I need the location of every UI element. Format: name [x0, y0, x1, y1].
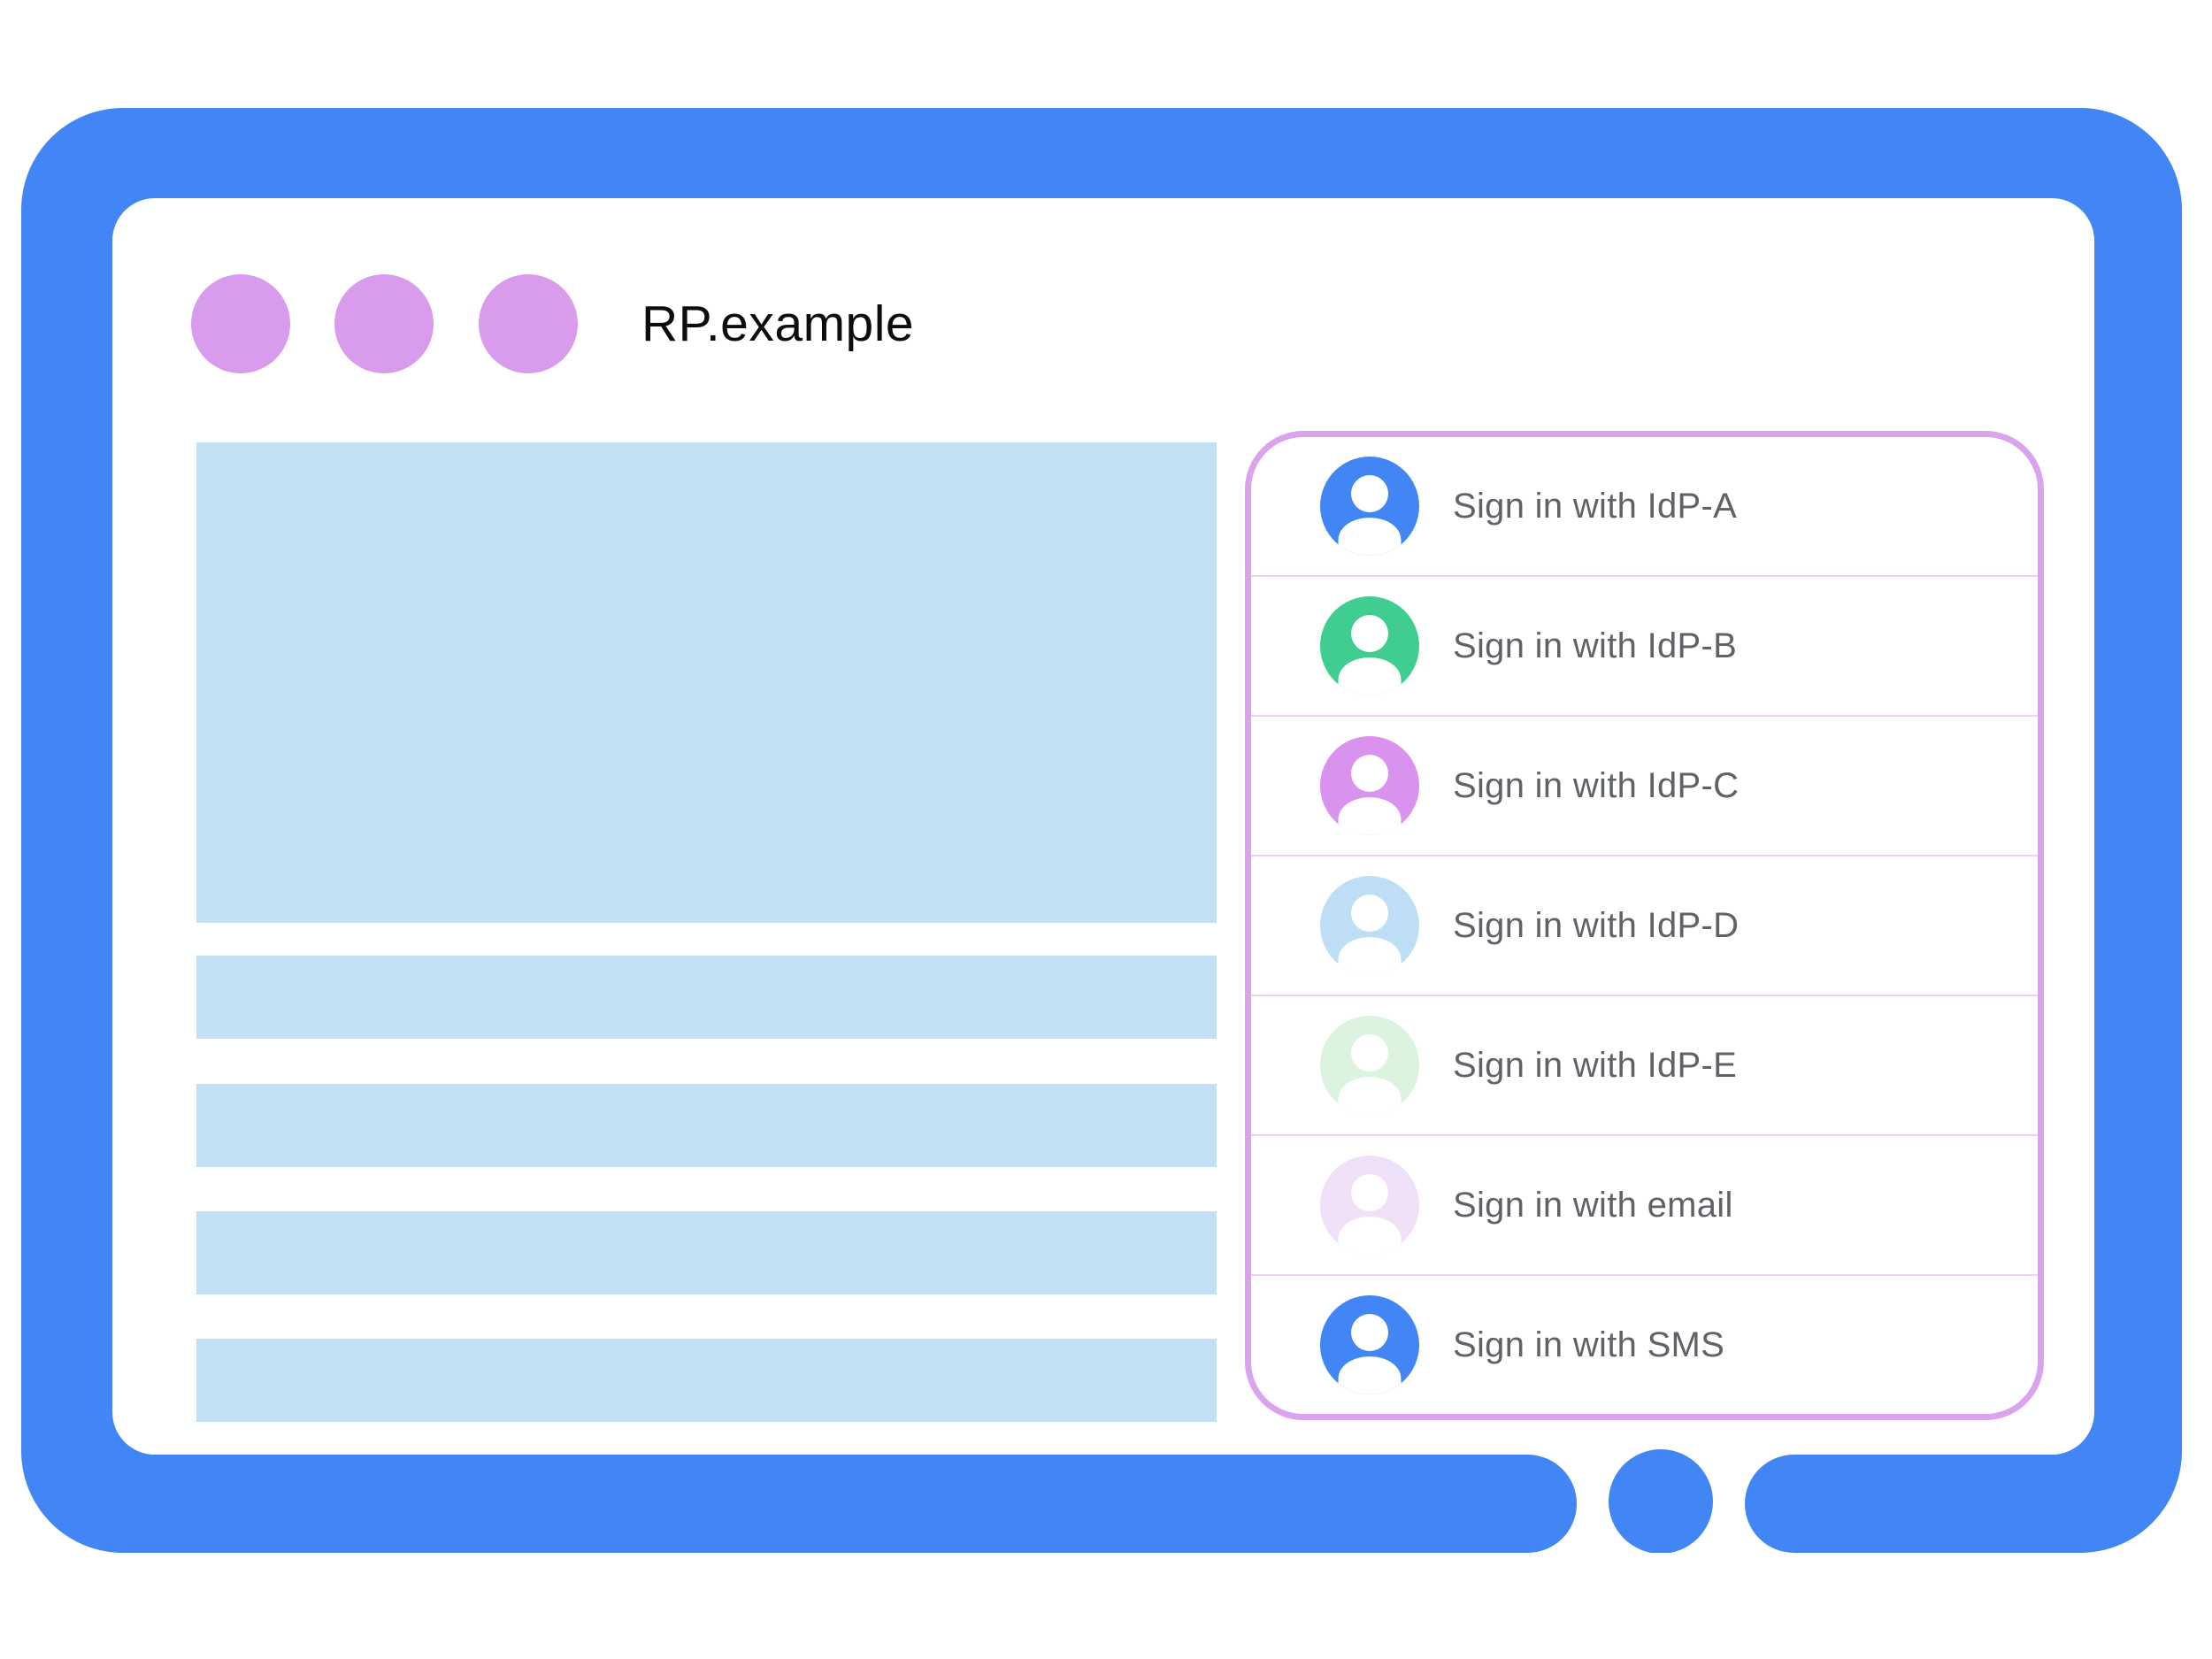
signin-option-label: Sign in with IdP-A [1453, 486, 1738, 526]
person-icon [1320, 736, 1419, 835]
window-dot-icon [479, 274, 578, 373]
signin-option-idp-b[interactable]: Sign in with IdP-B [1251, 575, 2038, 715]
person-icon [1320, 1016, 1419, 1115]
bezel-right-segment-cap [1745, 1455, 1893, 1553]
window-dot-icon [334, 274, 434, 373]
signin-chooser-panel: Sign in with IdP-A Sign in with IdP-B Si… [1245, 431, 2044, 1420]
content-placeholder-line [196, 1211, 1217, 1294]
person-icon [1320, 1156, 1419, 1255]
signin-option-label: Sign in with IdP-C [1453, 765, 1740, 805]
signin-option-email[interactable]: Sign in with email [1251, 1134, 2038, 1274]
signin-option-label: Sign in with SMS [1453, 1325, 1725, 1364]
window-dot-icon [191, 274, 290, 373]
person-icon [1320, 876, 1419, 975]
signin-option-sms[interactable]: Sign in with SMS [1251, 1274, 2038, 1414]
signin-option-idp-e[interactable]: Sign in with IdP-E [1251, 995, 2038, 1134]
signin-option-label: Sign in with IdP-D [1453, 905, 1740, 945]
home-button[interactable] [1609, 1449, 1713, 1553]
signin-option-label: Sign in with email [1453, 1185, 1733, 1225]
content-placeholder-hero [196, 442, 1217, 923]
signin-option-label: Sign in with IdP-E [1453, 1045, 1738, 1085]
signin-option-label: Sign in with IdP-B [1453, 626, 1738, 665]
person-icon [1320, 1295, 1419, 1394]
signin-option-idp-a[interactable]: Sign in with IdP-A [1251, 437, 2038, 575]
content-placeholder-line [196, 1084, 1217, 1167]
content-placeholder-line [196, 1339, 1217, 1422]
person-icon [1320, 457, 1419, 556]
site-title: RP.example [641, 296, 915, 352]
bezel-left-segment-cap [1433, 1455, 1577, 1553]
content-placeholder-line [196, 956, 1217, 1039]
signin-option-idp-c[interactable]: Sign in with IdP-C [1251, 715, 2038, 855]
signin-option-idp-d[interactable]: Sign in with IdP-D [1251, 855, 2038, 995]
person-icon [1320, 596, 1419, 695]
